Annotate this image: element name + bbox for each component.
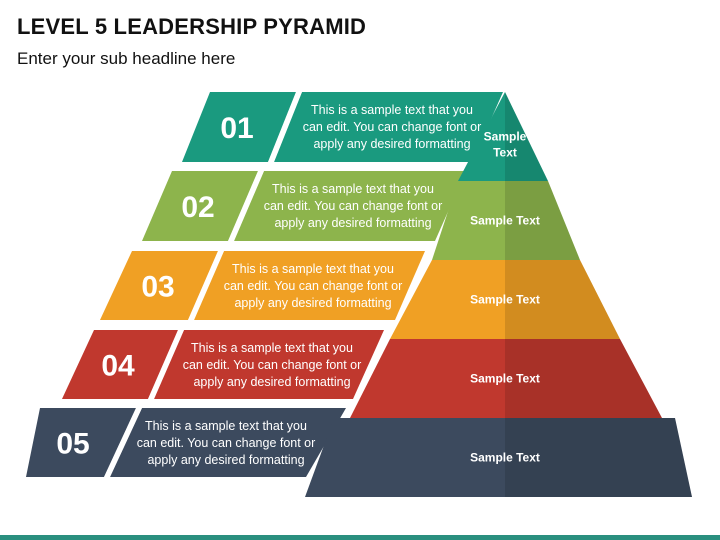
level-description-line: This is a sample text that you bbox=[191, 341, 353, 355]
pyramid-tier-left-face bbox=[432, 181, 505, 260]
pyramid-tier-right-face bbox=[505, 339, 662, 418]
pyramid-tier-label: Sample Text bbox=[470, 372, 540, 386]
pyramid-tier-label: Sample Text bbox=[470, 451, 540, 465]
pyramid-tier-right-face bbox=[505, 92, 548, 181]
level-description-line: can edit. You can change font or bbox=[137, 436, 316, 450]
level-number: 03 bbox=[141, 271, 174, 304]
pyramid-tier-shade bbox=[505, 181, 580, 260]
pyramid-tier-right-face bbox=[505, 260, 620, 339]
level-description-line: This is a sample text that you bbox=[232, 262, 394, 276]
pyramid-tier-3: Sample Text bbox=[390, 260, 620, 339]
page-subtitle: Enter your sub headline here bbox=[17, 49, 236, 68]
level-description-line: This is a sample text that you bbox=[311, 103, 473, 117]
level-description-line: apply any desired formatting bbox=[193, 375, 350, 389]
level-description-line: can edit. You can change font or bbox=[224, 279, 403, 293]
level-description-line: apply any desired formatting bbox=[234, 296, 391, 310]
pyramid-tier-5: Sample Text bbox=[305, 418, 692, 497]
level-description-line: apply any desired formatting bbox=[147, 453, 304, 467]
level-description-line: can edit. You can change font or bbox=[264, 199, 443, 213]
pyramid-tier-left-face bbox=[350, 339, 505, 418]
level-number-block bbox=[142, 171, 258, 241]
pyramid-tier-label: Sample Text bbox=[470, 293, 540, 307]
pyramid-tier-shade bbox=[505, 92, 548, 181]
level-number: 04 bbox=[101, 350, 135, 383]
level-description-line: can edit. You can change font or bbox=[183, 358, 362, 372]
level-band-1: 01 This is a sample text that you can edit… bbox=[182, 92, 503, 162]
level-band-3: 03 This is a sample text that you can edit… bbox=[100, 251, 425, 320]
level-number-block bbox=[100, 251, 218, 320]
level-description-line: This is a sample text that you bbox=[272, 182, 434, 196]
level-divider bbox=[104, 408, 142, 477]
level-number-block bbox=[26, 408, 136, 477]
pyramid-tier-left-face bbox=[458, 92, 505, 181]
level-divider bbox=[188, 251, 224, 320]
level-number-block bbox=[62, 330, 178, 399]
pyramid-tier-label: Sample Text bbox=[470, 214, 540, 228]
pyramid-tier-2: Sample Text bbox=[432, 181, 580, 260]
level-divider bbox=[148, 330, 184, 399]
footer-accent-bar bbox=[0, 535, 720, 540]
page-title: LEVEL 5 LEADERSHIP PYRAMID bbox=[17, 14, 367, 39]
level-description-line: apply any desired formatting bbox=[274, 216, 431, 230]
level-description-line: apply any desired formatting bbox=[313, 137, 470, 151]
level-divider bbox=[228, 171, 264, 241]
pyramid-tier-right-face bbox=[505, 181, 580, 260]
pyramid-tier-shade bbox=[505, 418, 692, 497]
level-band-5: 05 This is a sample text that you can edit… bbox=[26, 408, 346, 477]
level-band-4: 04 This is a sample text that you can edit… bbox=[62, 330, 384, 399]
level-description-block bbox=[234, 171, 466, 241]
level-divider bbox=[268, 92, 302, 162]
pyramid-tier-shade bbox=[505, 339, 662, 418]
level-number: 02 bbox=[181, 191, 214, 224]
pyramid-tier-left-face bbox=[390, 260, 505, 339]
pyramid-tier-4: Sample Text bbox=[350, 339, 662, 418]
level-description-block bbox=[274, 92, 503, 162]
level-description-block bbox=[110, 408, 346, 477]
level-number-block bbox=[182, 92, 296, 162]
level-description-line: can edit. You can change font or bbox=[303, 120, 482, 134]
level-number: 05 bbox=[56, 428, 89, 461]
pyramid-tier-label: Sample bbox=[484, 130, 527, 144]
level-description-line: This is a sample text that you bbox=[145, 419, 307, 433]
pyramid-tier-label: Text bbox=[493, 146, 517, 160]
level-description-block bbox=[194, 251, 425, 320]
level-description-block bbox=[154, 330, 384, 399]
level-band-2: 02 This is a sample text that you can edit… bbox=[142, 171, 466, 241]
pyramid-tier-shade bbox=[505, 260, 620, 339]
pyramid-tier-right-face bbox=[505, 418, 692, 497]
pyramid-tier-left-face bbox=[305, 418, 505, 497]
level-number: 01 bbox=[220, 112, 253, 145]
